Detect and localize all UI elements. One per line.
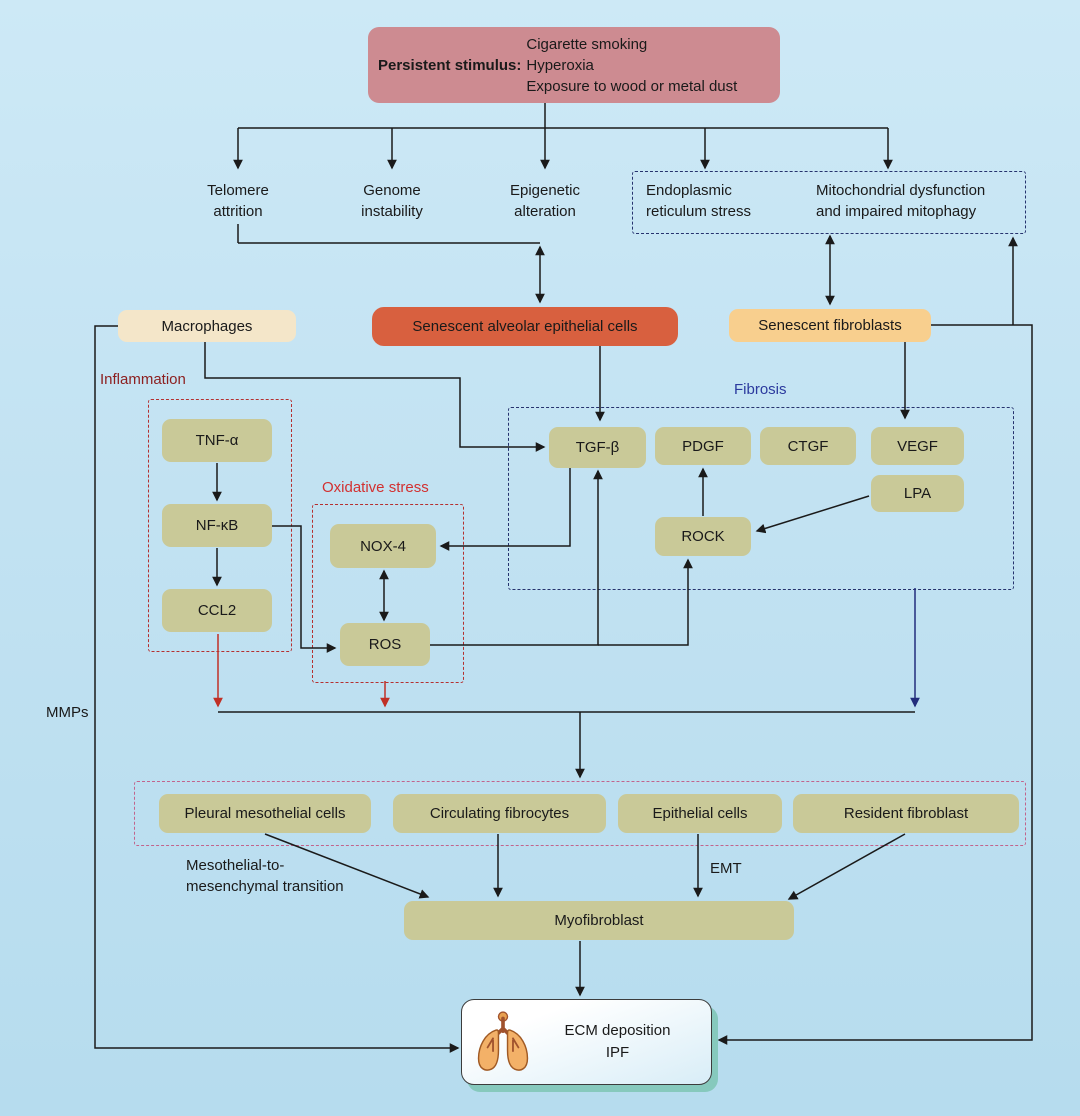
oxidative-stress-dashed-box (312, 504, 464, 683)
outcome-text: ECM deposition IPF (532, 1020, 703, 1064)
epithelial-cells-node: Epithelial cells (618, 794, 782, 833)
er-mitochondrial-dashed-box (632, 171, 1026, 234)
precursor-cells-dashed-box (134, 781, 1026, 846)
fibrosis-section-label: Fibrosis (734, 381, 787, 398)
senescent-fibroblasts-box: Senescent fibroblasts (729, 309, 931, 342)
stimulus-label: Persistent stimulus: (378, 56, 522, 74)
ctgf-node: CTGF (760, 427, 856, 465)
ipf-label: IPF (605, 1044, 630, 1061)
ecm-deposition-label: ECM deposition (564, 1022, 671, 1039)
lpa-node: LPA (871, 475, 964, 512)
myofibroblast-node: Myofibroblast (404, 901, 794, 940)
hallmark-epigenetic-alteration: Epigenetic alteration (509, 182, 581, 220)
convergence-arrows (213, 588, 920, 779)
mesothelial-to-mesenchymal-transition-label: Mesothelial-to-mesenchymal transition (186, 857, 344, 895)
cells-to-mediators-arrows (204, 341, 910, 452)
oxidative-stress-section-label: Oxidative stress (322, 479, 429, 496)
senescent-alveolar-epithelial-cells-box: Senescent alveolar epithelial cells (372, 307, 678, 346)
stimulus-items: Cigarette smoking Hyperoxia Exposure to … (526, 34, 737, 97)
pleural-mesothelial-cells-node: Pleural mesothelial cells (159, 794, 371, 833)
rock-node: ROCK (655, 517, 751, 556)
lungs-icon (477, 1011, 529, 1071)
inflammation-arrows (212, 463, 337, 653)
precursors-to-myofibroblast-arrows (264, 833, 906, 997)
nf-kb-node: NF-κB (162, 504, 272, 547)
nox4-node: NOX-4 (330, 524, 436, 568)
resident-fibroblast-node: Resident fibroblast (793, 794, 1019, 833)
inflammation-section-label: Inflammation (100, 371, 186, 388)
ros-node: ROS (340, 623, 430, 666)
hallmark-mitochondrial-dysfunction: Mitochondrial dysfunction and impaired m… (816, 182, 986, 220)
hallmarks-to-senescent-arrows (237, 224, 835, 306)
hallmark-er-stress: Endoplasmic reticulum stress (646, 182, 752, 220)
mmps-label: MMPs (46, 704, 89, 721)
fibrosis-arrows (698, 467, 870, 534)
persistent-stimulus-box: Persistent stimulus: Cigarette smoking H… (368, 27, 780, 103)
macrophages-box: Macrophages (118, 310, 296, 342)
ecm-ipf-outcome-box: ECM deposition IPF (461, 999, 712, 1085)
stimulus-item-smoking: Cigarette smoking (526, 35, 648, 53)
hallmark-telomere-attrition: Telomere attrition (207, 182, 269, 220)
stimulus-to-hallmarks-arrows (233, 103, 893, 170)
stimulus-item-hyperoxia: Hyperoxia (526, 56, 594, 74)
tgf-beta-node: TGF-β (549, 427, 646, 468)
pdgf-node: PDGF (655, 427, 751, 465)
outer-feedback-arrows (94, 236, 1033, 1053)
hallmark-genome-instability: Genome instability (361, 182, 423, 220)
circulating-fibrocytes-node: Circulating fibrocytes (393, 794, 606, 833)
stimulus-item-dust: Exposure to wood or metal dust (526, 77, 738, 95)
oxidative-stress-arrows (379, 468, 693, 646)
tnf-alpha-node: TNF-α (162, 419, 272, 462)
emt-label: EMT (710, 860, 742, 877)
fibrosis-dashed-box (508, 407, 1014, 590)
ccl2-node: CCL2 (162, 589, 272, 632)
vegf-node: VEGF (871, 427, 964, 465)
